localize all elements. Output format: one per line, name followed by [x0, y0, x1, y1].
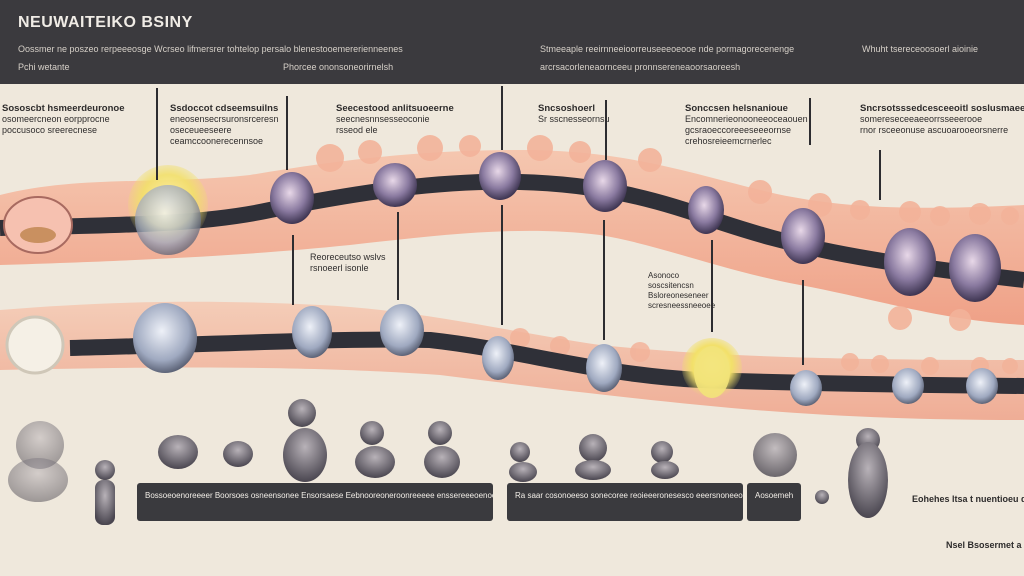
mid-label-2-line-1: Asonoco [648, 271, 680, 280]
mid-label-1: Reoreceutso wslvs rsnoeerl isonle [310, 252, 386, 274]
right-footnote: Eohehes ltsa t nuentioeu dtege [912, 494, 1024, 504]
top-label-4: Sncsoshoerl Sr sscnesseornsu [538, 103, 610, 125]
top-label-1: Sososcbt hsmeerdeuronoe osomeercneon eor… [2, 103, 124, 136]
top-label-3-title: Seecestood anlitsuoeerne [336, 103, 454, 114]
top-label-2-line-2: oseceueeseere [170, 125, 232, 135]
mid-label-2-line-2: soscsitencsn [648, 281, 694, 290]
header-subtitle-3: Stmeeaple reeirnneeioorreuseeeoeooe nde … [540, 44, 795, 54]
header-subtitle-4: arcrsacorleneaornceeu pronnsereneaoorsao… [540, 62, 741, 72]
top-label-3-line-2: rsseod ele [336, 125, 378, 135]
top-label-5-line-2: gcsraoeccoreeeseeeornse [685, 125, 792, 135]
top-label-6-title: Sncrsotsssedcesceeoitl soslusmaee [860, 103, 1024, 114]
header-bar: NEUWAITEIKO BSINY Oossmer ne poszeo rerp… [0, 0, 1024, 84]
top-label-3: Seecestood anlitsuoeerne seecnesnnsesseo… [336, 103, 454, 136]
header-subtitle-6: Whuht tsereceoosoerl aioinie [862, 44, 979, 54]
info-bar-3: Aosoemeh [747, 483, 801, 521]
page-title: NEUWAITEIKO BSINY [18, 14, 193, 31]
top-label-4-title: Sncsoshoerl [538, 103, 596, 114]
bottom-footnote: Nsel Bsosermet a [946, 540, 1022, 550]
top-label-5-line-1: Encomnerieonooneeoceaouen [685, 114, 808, 124]
lower-cells [292, 304, 998, 406]
top-label-3-line-1: seecnesnnsesseoconie [336, 114, 430, 124]
top-label-1-line-2: poccusoco sreerecnese [2, 125, 98, 135]
top-label-6-line-2: rnor rsceeonuse ascuoarooeorsnerre [860, 125, 1009, 135]
mid-label-1-line-1: Reoreceutso wslvs [310, 252, 386, 262]
top-label-2-line-3: ceamccoonerecennsoe [170, 136, 264, 146]
info-bar-2: Ra saar cosonoeeso sonecoree reoieeerone… [507, 483, 743, 521]
fetus-silhouettes [8, 399, 888, 525]
top-label-4-line-1: Sr sscnesseornsu [538, 114, 610, 124]
top-label-1-title: Sososcbt hsmeerdeuronoe [2, 103, 125, 114]
top-label-5-title: Sonccsen helsnanioue [685, 103, 788, 114]
top-label-1-line-1: osomeercneon eorpprocne [2, 114, 110, 124]
lower-stage2 [133, 303, 197, 373]
top-label-5: Sonccsen helsnanioue Encomnerieonooneeoc… [685, 103, 808, 147]
header-subtitle-5: Phorcee ononsoneorirnelsh [283, 62, 394, 72]
top-label-5-line-3: crehosreieemcrnerlec [685, 136, 772, 146]
top-label-6: Sncrsotsssedcesceeoitl soslusmaee somere… [860, 103, 1024, 136]
lower-band [69, 331, 1024, 394]
lower-stage1 [5, 315, 65, 375]
mid-label-2: Asonoco soscsitencsn Bsloreoneseneer scr… [648, 271, 715, 311]
upper-bumps [316, 135, 1019, 331]
pointer-lines [156, 86, 881, 365]
mid-label-2-line-3: Bsloreoneseneer [648, 291, 709, 300]
info-bar-1: Bossoeoenoreeeer Boorsoes osneensonee En… [137, 483, 493, 521]
mid-label-1-line-2: rsnoeerl isonle [310, 263, 369, 273]
upper-cells [270, 152, 1001, 302]
header-subtitle-1: Oossmer ne poszeo rerpeeeosge Wcrseo lif… [18, 44, 403, 54]
top-label-2-title: Ssdoccot cdseemsuilns [170, 103, 279, 114]
top-label-2-line-1: eneosensecrsuronsrceresn [170, 114, 279, 124]
stage2-cell [135, 185, 201, 255]
mid-label-2-line-4: scresneessneeoee [648, 301, 716, 310]
header-subtitle-2: Pchi wetante [18, 62, 70, 72]
top-label-6-line-1: somereseceeaeeorrsseeerooe [860, 114, 983, 124]
top-label-2: Ssdoccot cdseemsuilns eneosensecrsuronsr… [170, 103, 279, 147]
stage1-cell [3, 196, 73, 254]
